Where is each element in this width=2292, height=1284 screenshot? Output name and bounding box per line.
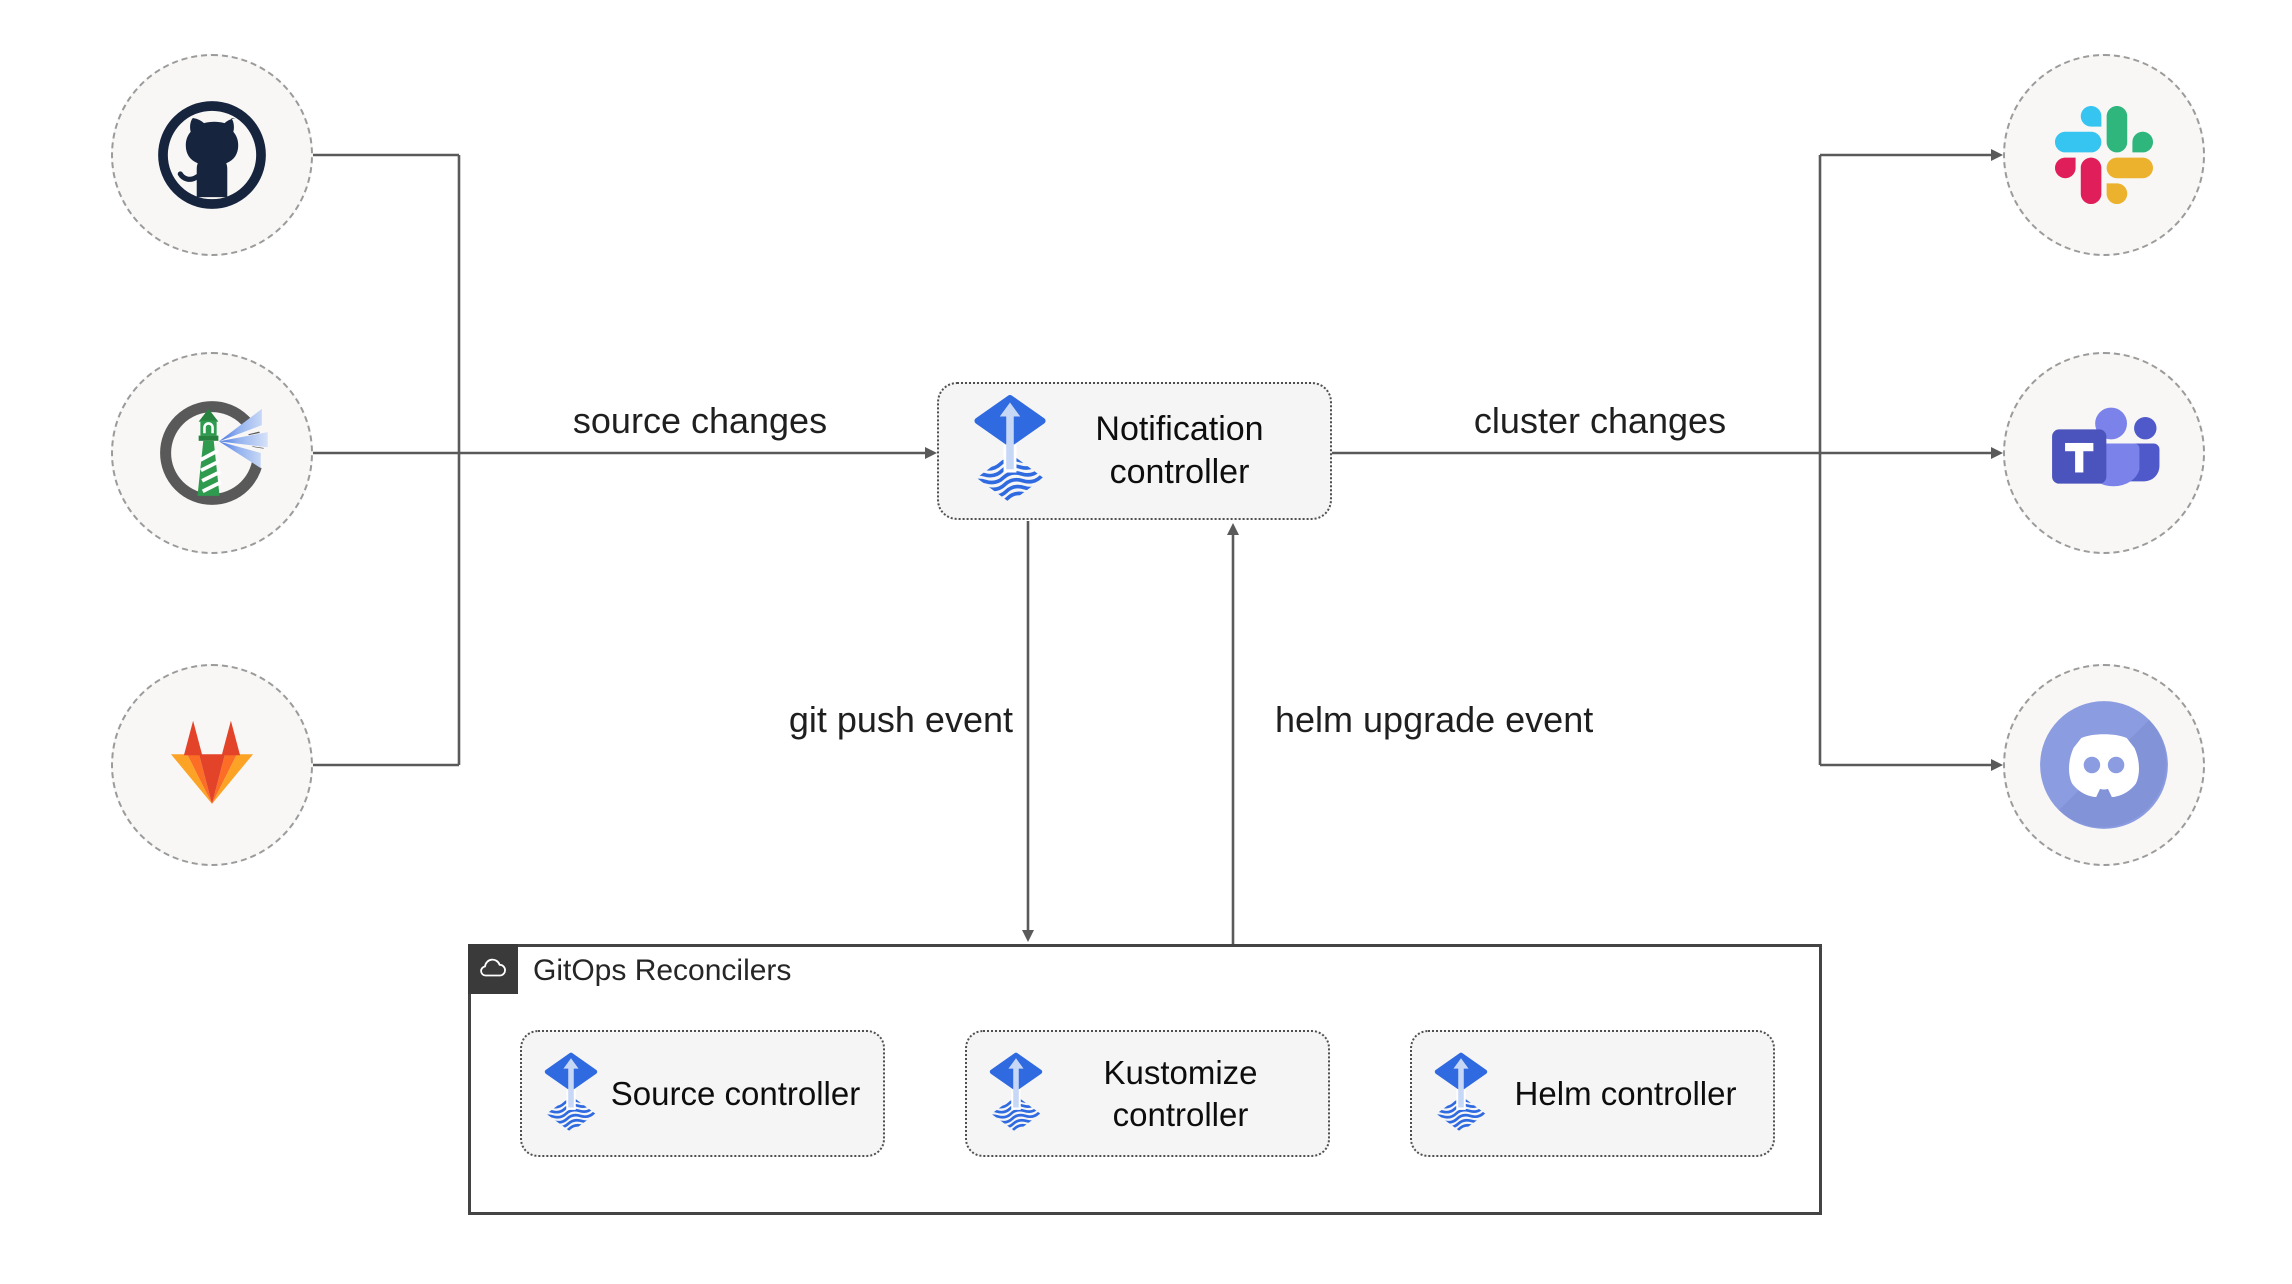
harbor-icon (160, 401, 270, 505)
edge-label-cluster-changes: cluster changes (1473, 400, 1727, 441)
cloud-icon (480, 958, 506, 977)
kustomize-controller-node: Kustomize controller (965, 1030, 1330, 1157)
source-controller-node: Source controller (520, 1030, 885, 1157)
edge-label-source-changes: source changes (572, 400, 828, 441)
edge-label-git-push-event: git push event (788, 699, 1013, 740)
helm-controller-node: Helm controller (1410, 1030, 1775, 1157)
github-icon (158, 101, 266, 209)
source-node-gitlab (111, 664, 313, 866)
flux-icon-slot (1434, 1048, 1488, 1140)
flux-icon (974, 395, 1046, 503)
target-node-teams (2003, 352, 2205, 554)
flux-icon-slot (973, 395, 1047, 507)
kustomize-controller-label: Kustomize controller (1103, 1053, 1258, 1133)
gitlab-icon (170, 720, 254, 804)
edge-label-helm-upgrade-event: helm upgrade event (1275, 699, 1594, 740)
source-node-github (111, 54, 313, 256)
flux-icon (1434, 1052, 1488, 1132)
reconcilers-title: GitOps Reconcilers (533, 954, 792, 987)
target-node-slack (2003, 54, 2205, 256)
slack-icon (2055, 106, 2153, 204)
flux-icon (544, 1052, 598, 1132)
flux-icon-slot (544, 1048, 598, 1140)
source-node-harbor (111, 352, 313, 554)
source-controller-label: Source controller (610, 1074, 861, 1112)
teams-icon (2052, 407, 2160, 487)
notification-controller-label: Notification controller (1095, 410, 1264, 491)
reconcilers-badge (468, 944, 518, 994)
flux-icon-slot (989, 1048, 1043, 1140)
flux-icon (989, 1052, 1043, 1132)
target-node-discord (2003, 664, 2205, 866)
helm-controller-label: Helm controller (1514, 1074, 1737, 1112)
discord-icon (2040, 701, 2168, 829)
notification-controller-node: Notification controller (937, 382, 1332, 520)
